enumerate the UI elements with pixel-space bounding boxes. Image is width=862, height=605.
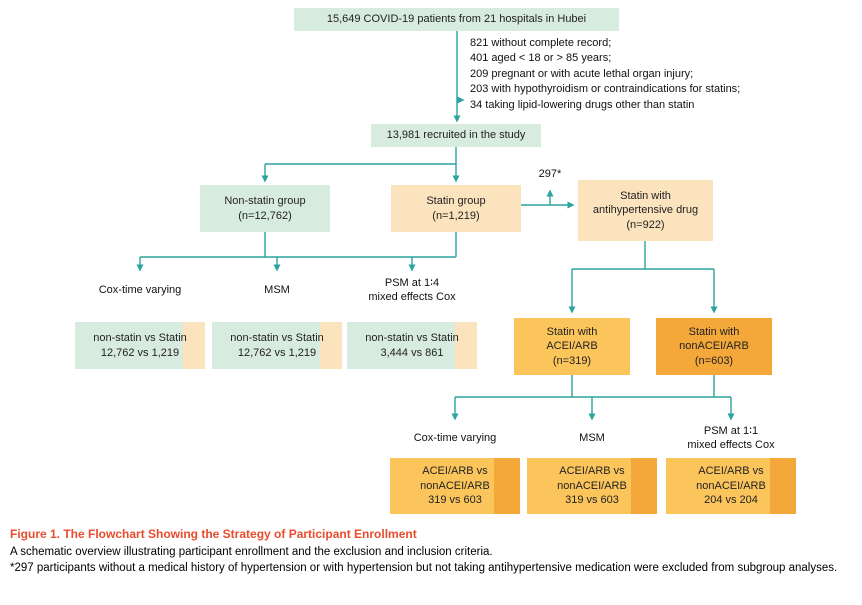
label-excluded-297: 297* — [538, 168, 562, 180]
exclusion-item: 34 taking lipid-lowering drugs other tha… — [470, 98, 695, 111]
node-non-statin-group: Non-statin group (n=12,762) — [200, 185, 330, 232]
node-comparison-msm-left: non-statin vs Statin 12,762 vs 1,219 — [212, 322, 342, 369]
caption-title: Figure 1. The Flowchart Showing the Stra… — [10, 527, 417, 541]
node-comparison-psm-right: ACEI/ARB vs nonACEI/ARB 204 vs 204 — [666, 458, 796, 514]
node-comparison-cox-left: non-statin vs Statin 12,762 vs 1,219 — [75, 322, 205, 369]
node-comparison-psm-left: non-statin vs Statin 3,444 vs 861 — [347, 322, 477, 369]
caption-description: A schematic overview illustrating partic… — [10, 546, 493, 558]
node-comparison-cox-right: ACEI/ARB vs nonACEI/ARB 319 vs 603 — [390, 458, 520, 514]
label-method-cox-time-varying-left: Cox-time varying — [98, 284, 182, 296]
exclusion-item: 209 pregnant or with acute lethal organ … — [470, 67, 694, 80]
exclusion-item: 821 without complete record; — [470, 37, 612, 49]
caption-footnote: *297 participants without a medical hist… — [10, 562, 838, 574]
label-method-psm-1-1: PSM at 1∶1 mixed effects Cox — [687, 425, 775, 451]
label-method-psm-1-4: PSM at 1∶4 mixed effects Cox — [368, 277, 456, 303]
node-statin-acei-arb: Statin with ACEI/ARB (n=319) — [514, 318, 630, 375]
node-statin-antihypertensive: Statin with antihypertensive drug (n=922… — [578, 180, 713, 241]
node-total-patients: 15,649 COVID-19 patients from 21 hospita… — [294, 8, 619, 31]
connector-arrows — [136, 31, 735, 421]
node-statin-group: Statin group (n=1,219) — [391, 185, 521, 232]
node-comparison-msm-right: ACEI/ARB vs nonACEI/ARB 319 vs 603 — [527, 458, 657, 514]
label-method-msm-right: MSM — [579, 432, 605, 444]
exclusion-item: 203 with hypothyroidism or contraindicat… — [470, 83, 741, 96]
exclusion-list: 821 without complete record; 401 aged < … — [470, 36, 740, 113]
figure-caption: Figure 1. The Flowchart Showing the Stra… — [10, 527, 852, 577]
label-method-cox-time-varying-right: Cox-time varying — [413, 432, 497, 444]
exclusion-item: 401 aged < 18 or > 85 years; — [470, 52, 612, 65]
label-method-msm-left: MSM — [264, 284, 290, 296]
node-recruited: 13,981 recruited in the study — [371, 124, 541, 147]
node-statin-nonacei-arb: Statin with nonACEI/ARB (n=603) — [656, 318, 772, 375]
